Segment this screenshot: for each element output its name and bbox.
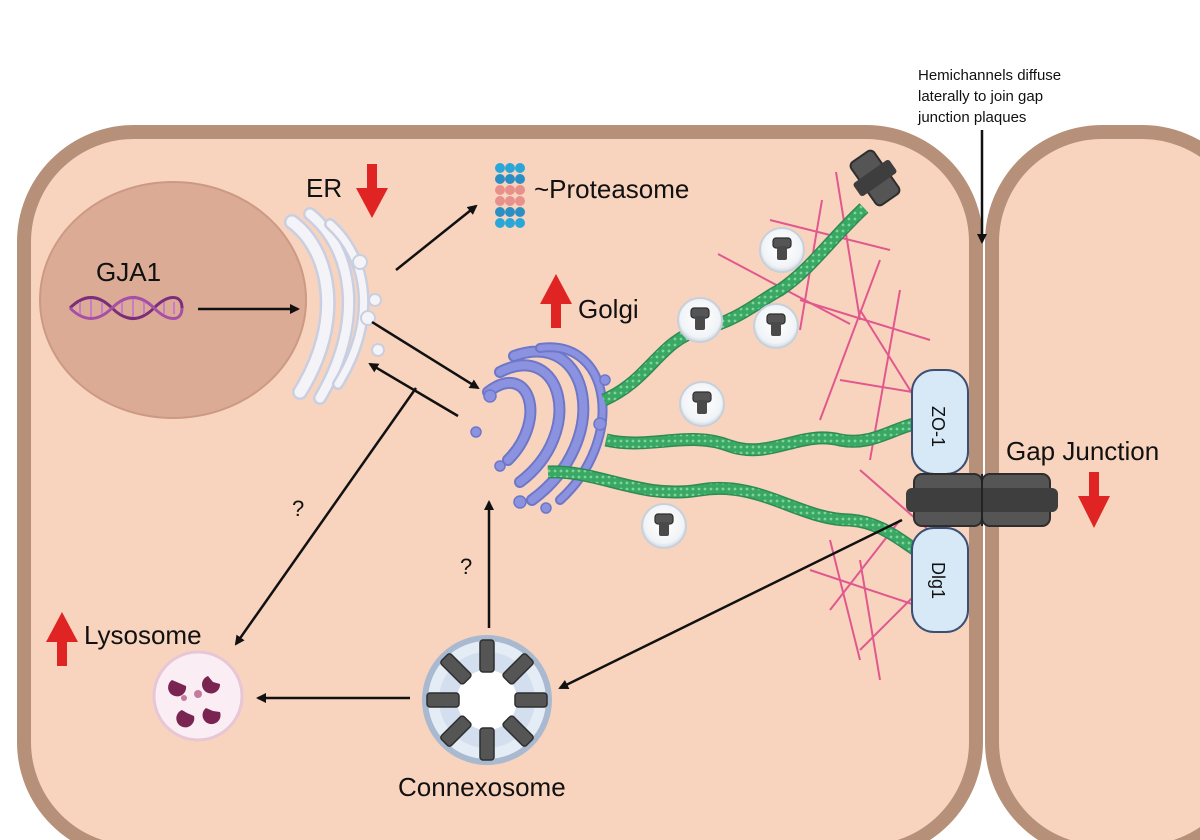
lysosome-contents bbox=[168, 676, 221, 728]
dlg1-protein bbox=[911, 527, 969, 633]
arrow-er-to-golgi bbox=[371, 320, 480, 390]
hemichannel-note-line-1: Hemichannels diffuse bbox=[918, 67, 1061, 84]
hemichannel-note-line-2: laterally to join gap bbox=[918, 88, 1043, 105]
question-mark-left: ? bbox=[292, 496, 304, 521]
gene-label: GJA1 bbox=[96, 257, 161, 287]
nucleus bbox=[39, 181, 307, 419]
er-vesicles bbox=[352, 254, 385, 357]
er-trend-down-arrow bbox=[356, 164, 388, 218]
arrow-er-to-lysosome bbox=[234, 387, 418, 646]
lysosome-trend-up-arrow bbox=[46, 612, 78, 666]
hemichannel-note-line-3: junction plaques bbox=[917, 109, 1026, 126]
golgi-vesicles bbox=[470, 374, 611, 514]
proteasome-icon bbox=[495, 163, 525, 228]
lysosome-label: Lysosome bbox=[84, 620, 202, 650]
dlg1-label: Dlg1 bbox=[928, 562, 948, 599]
connexon-icon bbox=[849, 149, 901, 207]
arrow-er-to-proteasome bbox=[395, 204, 478, 271]
connexosome-icon bbox=[422, 635, 552, 765]
hemichannel-note: Hemichannels diffuse laterally to join g… bbox=[917, 67, 1065, 126]
golgi-trend-up-arrow bbox=[540, 274, 572, 328]
arrow-gap-junction-to-connexosome bbox=[558, 518, 903, 690]
microtubules bbox=[547, 203, 920, 556]
golgi-label: Golgi bbox=[578, 294, 639, 324]
zo1-label: ZO-1 bbox=[928, 406, 948, 447]
gap-junction-label: Gap Junction bbox=[1006, 436, 1159, 466]
gap-junction-channel bbox=[906, 473, 1058, 527]
er-icon bbox=[284, 207, 370, 405]
proteasome-label: ~Proteasome bbox=[534, 174, 689, 204]
connexosome-label: Connexosome bbox=[398, 772, 566, 802]
dna-icon bbox=[68, 296, 184, 320]
gap-junction-trend-down-arrow bbox=[1078, 472, 1110, 528]
question-mark-center: ? bbox=[460, 554, 472, 579]
er-label: ER bbox=[306, 173, 342, 203]
